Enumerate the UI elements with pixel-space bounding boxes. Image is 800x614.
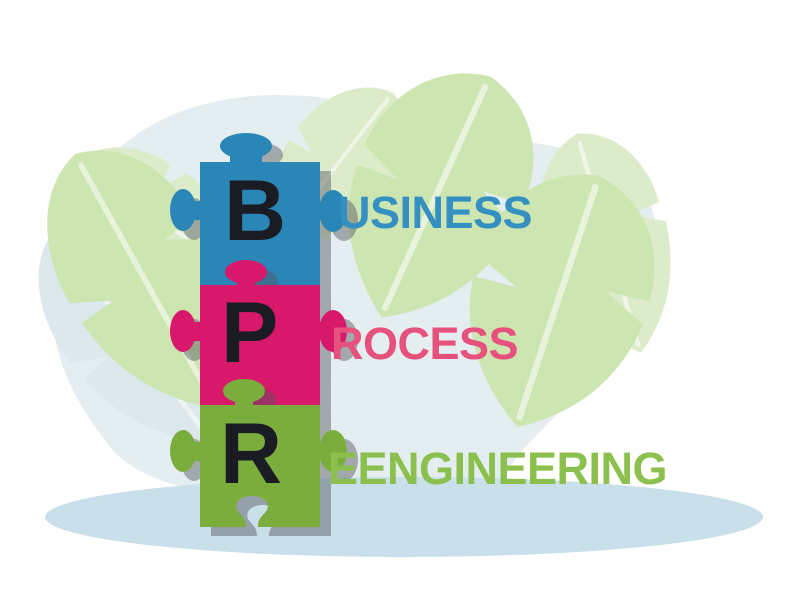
word-business-rest: USINESS bbox=[338, 187, 532, 238]
acronym-letters: B P R bbox=[220, 163, 286, 502]
acronym-letter-r: R bbox=[220, 406, 282, 502]
word-process-rest: ROCESS bbox=[331, 318, 518, 369]
acronym-letter-b: B bbox=[224, 163, 286, 259]
acronym-letter-p: P bbox=[221, 285, 278, 381]
word-reengineering-rest: EENGINEERING bbox=[328, 443, 667, 494]
